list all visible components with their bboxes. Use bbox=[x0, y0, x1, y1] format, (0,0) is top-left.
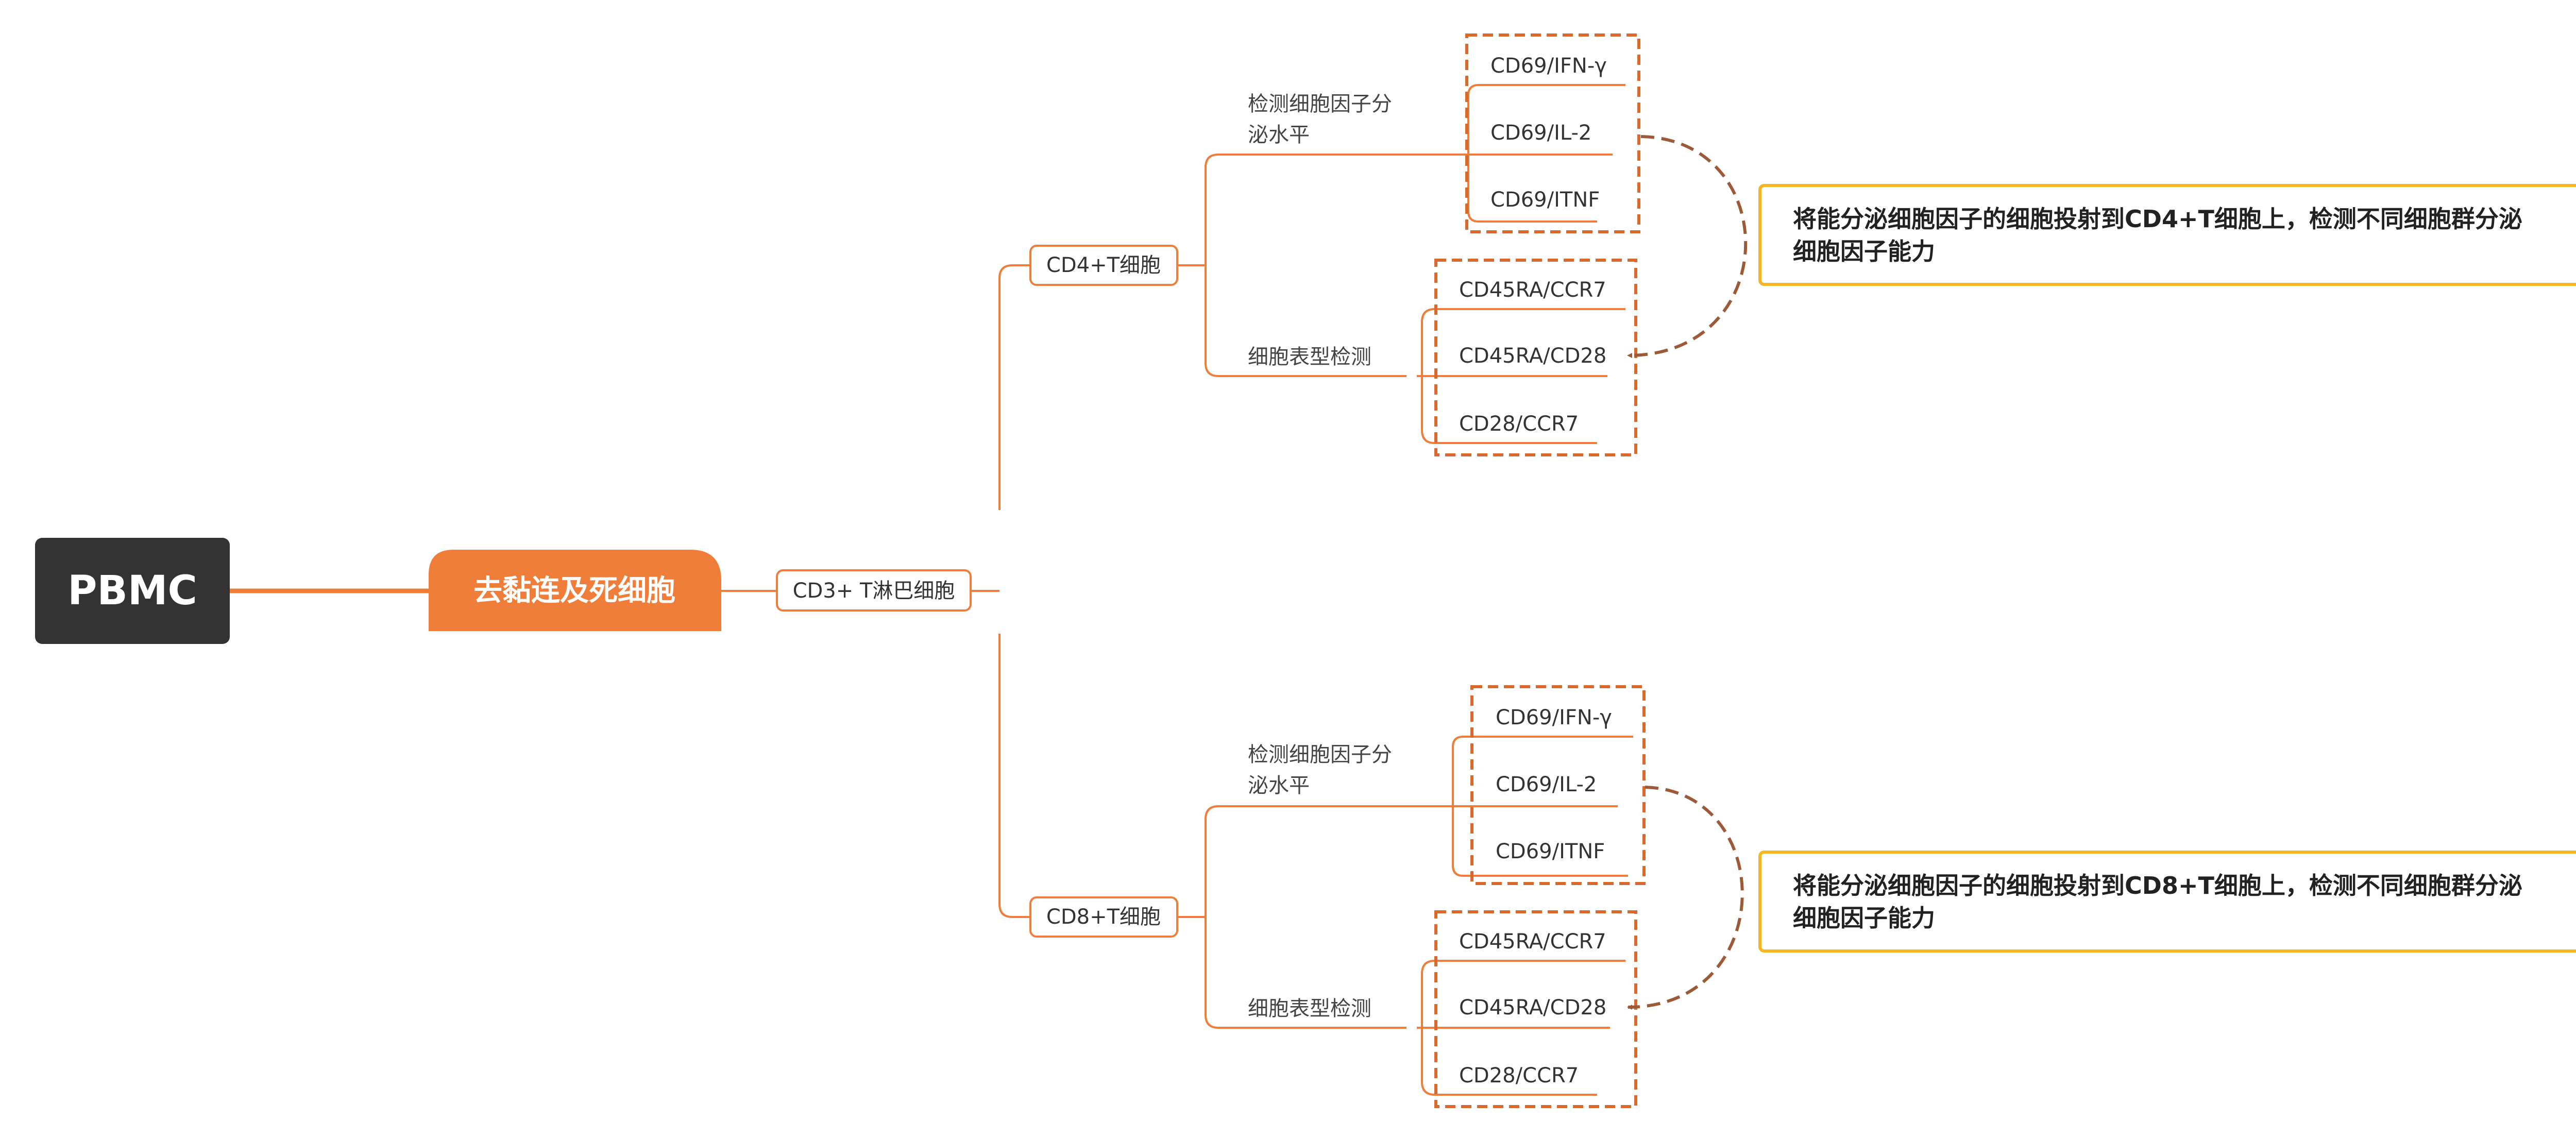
trunk-cd8 bbox=[998, 634, 1030, 918]
cd8-item-itnf[interactable]: CD69/ITNF bbox=[1496, 840, 1605, 863]
cd4-phenotype-dashed-box bbox=[1434, 259, 1637, 456]
main-topic-label: 去黏连及死细胞 bbox=[473, 574, 675, 608]
cd8-note-box: 将能分泌细胞因子的细胞投射到CD8+T细胞上，检测不同细胞群分泌 细胞因子能力 bbox=[1758, 851, 2576, 953]
sub-topic-label: CD3+ T淋巴细胞 bbox=[793, 579, 955, 603]
cd8-note-line1: 将能分泌细胞因子的细胞投射到CD8+T细胞上，检测不同细胞群分泌 bbox=[1793, 872, 2522, 899]
sub-topic-node[interactable]: CD3+ T淋巴细胞 bbox=[776, 569, 972, 612]
cd8-item-ifn[interactable]: CD69/IFN-γ bbox=[1496, 706, 1612, 729]
branch-cd4: CD4+T细胞 检测细胞因子分 泌水平 细胞表型检测 CD69/IFN-γ CD… bbox=[1029, 33, 2576, 456]
cd8-cytokine-label-line2: 泌水平 bbox=[1248, 774, 1310, 797]
cd8-label: CD8+T细胞 bbox=[1046, 905, 1161, 929]
cd8-phenotype-items-connector bbox=[1417, 960, 1625, 1096]
cd4-note-box: 将能分泌细胞因子的细胞投射到CD4+T细胞上，检测不同细胞群分泌 细胞因子能力 bbox=[1758, 184, 2576, 286]
cd4-item-ifn[interactable]: CD69/IFN-γ bbox=[1490, 54, 1607, 78]
cd4-item-cd28-ccr7[interactable]: CD28/CCR7 bbox=[1459, 412, 1579, 436]
cd4-label: CD4+T细胞 bbox=[1046, 253, 1161, 277]
cd4-item-il2[interactable]: CD69/IL-2 bbox=[1490, 121, 1591, 145]
cd8-projection-arc bbox=[1627, 786, 1744, 1010]
cd4-note-line1: 将能分泌细胞因子的细胞投射到CD4+T细胞上，检测不同细胞群分泌 bbox=[1793, 205, 2522, 233]
cd8-item-cd45ra-ccr7[interactable]: CD45RA/CCR7 bbox=[1459, 930, 1606, 954]
cd4-projection-arc bbox=[1627, 135, 1748, 358]
root-label: PBMC bbox=[67, 568, 197, 614]
cd4-cytokine-label-line1: 检测细胞因子分 bbox=[1248, 92, 1392, 116]
cd4-item-cd45ra-cd28[interactable]: CD45RA/CD28 bbox=[1459, 344, 1606, 368]
cd8-item-cd45ra-cd28[interactable]: CD45RA/CD28 bbox=[1459, 996, 1606, 1020]
cd8-branch-connector bbox=[1177, 805, 1468, 1029]
main-topic-node[interactable]: 去黏连及死细胞 bbox=[429, 550, 721, 631]
cd8-item-il2[interactable]: CD69/IL-2 bbox=[1496, 773, 1597, 796]
trunk-cd4 bbox=[998, 264, 1030, 510]
cd4-cytokine-dashed-box bbox=[1465, 33, 1640, 233]
cd8-cytokine-dashed-box bbox=[1470, 685, 1646, 885]
cd8-item-cd28-ccr7[interactable]: CD28/CCR7 bbox=[1459, 1064, 1579, 1088]
cd8-cytokine-items-connector bbox=[1452, 736, 1633, 877]
cd4-note-line2: 细胞因子能力 bbox=[1793, 237, 1935, 265]
cd4-item-cd45ra-ccr7[interactable]: CD45RA/CCR7 bbox=[1459, 278, 1606, 302]
cd8-note-line2: 细胞因子能力 bbox=[1793, 904, 1935, 932]
cd4-item-itnf[interactable]: CD69/ITNF bbox=[1490, 188, 1600, 212]
branch-cd8: CD8+T细胞 检测细胞因子分 泌水平 细胞表型检测 CD69/IFN-γ CD… bbox=[1029, 685, 2576, 1108]
cd8-cytokine-label-line1: 检测细胞因子分 bbox=[1248, 743, 1392, 767]
cd8-phenotype-label: 细胞表型检测 bbox=[1248, 997, 1371, 1021]
cd4-phenotype-label: 细胞表型检测 bbox=[1248, 345, 1371, 369]
cd4-node[interactable]: CD4+T细胞 bbox=[1029, 245, 1178, 286]
cd8-phenotype-dashed-box bbox=[1434, 910, 1637, 1108]
cd4-branch-connector bbox=[1177, 154, 1468, 377]
cd4-cytokine-label-line2: 泌水平 bbox=[1248, 123, 1310, 147]
root-node[interactable]: PBMC bbox=[35, 538, 230, 644]
cd4-phenotype-items-connector bbox=[1417, 308, 1625, 444]
cd8-node[interactable]: CD8+T细胞 bbox=[1029, 896, 1178, 938]
